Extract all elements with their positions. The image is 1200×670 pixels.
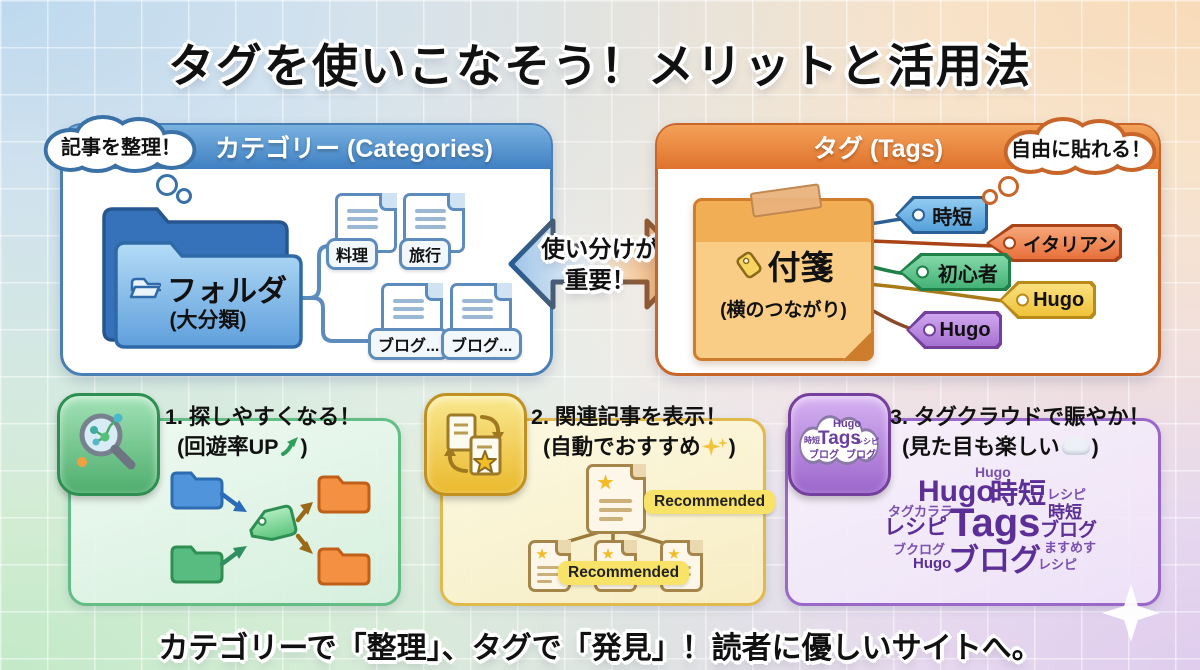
benefit-3-heading: 3. タグクラウドで賑やか！ (見た目も楽しい) bbox=[890, 405, 1150, 459]
arrow-label: 使い分けが 重要！ bbox=[541, 236, 659, 293]
tag-hole-icon bbox=[923, 323, 936, 337]
bubble-trail-dot bbox=[982, 189, 998, 205]
folder-label-row: フォルダ bbox=[108, 266, 308, 310]
tag-cloud-word: Hugo bbox=[975, 464, 1011, 480]
doc-label: ブログ... bbox=[368, 328, 450, 360]
cloud-shape bbox=[43, 115, 197, 173]
recommended-pill: Recommended bbox=[644, 490, 776, 514]
sparkle-icon bbox=[701, 435, 729, 459]
tag-cloud-word: レシピ bbox=[884, 516, 947, 539]
benefit-1-diagram bbox=[170, 471, 371, 586]
folder-icon bbox=[102, 207, 303, 349]
tag-cloud-word: 時短 bbox=[1048, 503, 1082, 522]
folder-label: フォルダ bbox=[167, 275, 287, 308]
note-sublabel: (横のつながり) bbox=[720, 300, 847, 321]
tag-cloud-word: タグカララ bbox=[888, 504, 954, 519]
tags-panel: タグ (Tags) 付箋 (横のつながり) bbox=[655, 123, 1161, 376]
note-label: 付箋 bbox=[767, 249, 834, 286]
note-fold-corner bbox=[842, 329, 874, 361]
bubble-text: 記事を整理！ bbox=[61, 136, 181, 159]
cloud-shape bbox=[799, 415, 879, 465]
tag-icon bbox=[735, 251, 762, 279]
bubble-trail-dot bbox=[998, 176, 1019, 197]
bubble-trail-dot bbox=[156, 174, 178, 196]
tag-cloud-word: Tags bbox=[950, 501, 1041, 545]
tag-green-icon bbox=[249, 504, 298, 542]
folder-orange-icon bbox=[317, 547, 371, 586]
tag-cloud-word: ブクログ bbox=[893, 542, 946, 557]
open-folder-icon bbox=[129, 277, 161, 299]
tag-cloud-word: ブログ bbox=[948, 543, 1041, 578]
doc-label: 料理 bbox=[326, 238, 379, 270]
tag-hole-icon bbox=[1016, 293, 1029, 307]
tag-cloud-word: 時短 bbox=[990, 478, 1047, 509]
tag-cloud-word: レシピ bbox=[1047, 487, 1087, 502]
benefit-1-heading: 1. 探しやすくなる！ (回遊率UP) bbox=[165, 405, 361, 459]
tag-cloud-word: ブログ bbox=[1040, 520, 1098, 541]
tag-hole-icon bbox=[1003, 236, 1016, 250]
tag-cloud-word: Hugo bbox=[913, 555, 952, 572]
tag-item: 初心者 bbox=[899, 253, 1011, 291]
footer-message: カテゴリーで「整理」、タグで「発見」！読者に優しいサイトへ。 bbox=[158, 632, 1042, 665]
doc-connector-lines bbox=[297, 244, 369, 343]
tag-hole-icon bbox=[916, 265, 929, 279]
benefit-2-heading: 2. 関連記事を表示！ (自動でおすすめ) bbox=[531, 405, 736, 459]
search-network-icon bbox=[77, 413, 136, 470]
benefit-1-icon bbox=[57, 393, 160, 496]
tag-item: Hugo bbox=[906, 311, 1002, 349]
note-label-row: 付箋 bbox=[696, 241, 871, 289]
folder-blue-icon bbox=[170, 471, 224, 510]
cloud-shape bbox=[1003, 117, 1157, 175]
doc-label: ブログ... bbox=[441, 328, 523, 360]
sticky-note: 付箋 (横のつながり) bbox=[693, 183, 874, 361]
folder-sublabel: (大分類) bbox=[169, 309, 247, 332]
thought-bubble-organize: 記事を整理！ bbox=[40, 112, 202, 176]
tag-item: Hugo bbox=[999, 281, 1096, 319]
related-docs-icon bbox=[444, 413, 504, 476]
folder-orange-icon bbox=[317, 475, 371, 514]
up-trend-arrow-icon bbox=[280, 437, 298, 456]
bubble-text: 自由に貼れる！ bbox=[1011, 138, 1151, 161]
tag-cloud-word: Hugo bbox=[918, 475, 995, 508]
bubble-trail-dot bbox=[176, 188, 192, 204]
tag-item: 時短 bbox=[895, 196, 988, 234]
tag-cloud-icon: Hugo Tags 時短 レシピ ブログ ブログ bbox=[788, 393, 891, 496]
folder-green-icon bbox=[170, 545, 224, 584]
tag-hole-icon bbox=[912, 208, 925, 222]
tag-cloud-word: ますめす bbox=[1044, 540, 1097, 555]
cloud-glyph-icon bbox=[1061, 435, 1090, 455]
thought-bubble-freely: 自由に貼れる！ bbox=[1000, 114, 1162, 178]
doc-label: 旅行 bbox=[399, 238, 452, 270]
benefit-2-icon bbox=[424, 393, 527, 496]
star-doc-large bbox=[586, 464, 646, 534]
tag-cloud-word: レシピ bbox=[1038, 557, 1078, 572]
page-title: タグを使いこなそう！メリットと活用法 bbox=[168, 40, 1032, 92]
recommended-pill: Recommended bbox=[558, 561, 690, 585]
diagram-arrows bbox=[219, 491, 313, 567]
